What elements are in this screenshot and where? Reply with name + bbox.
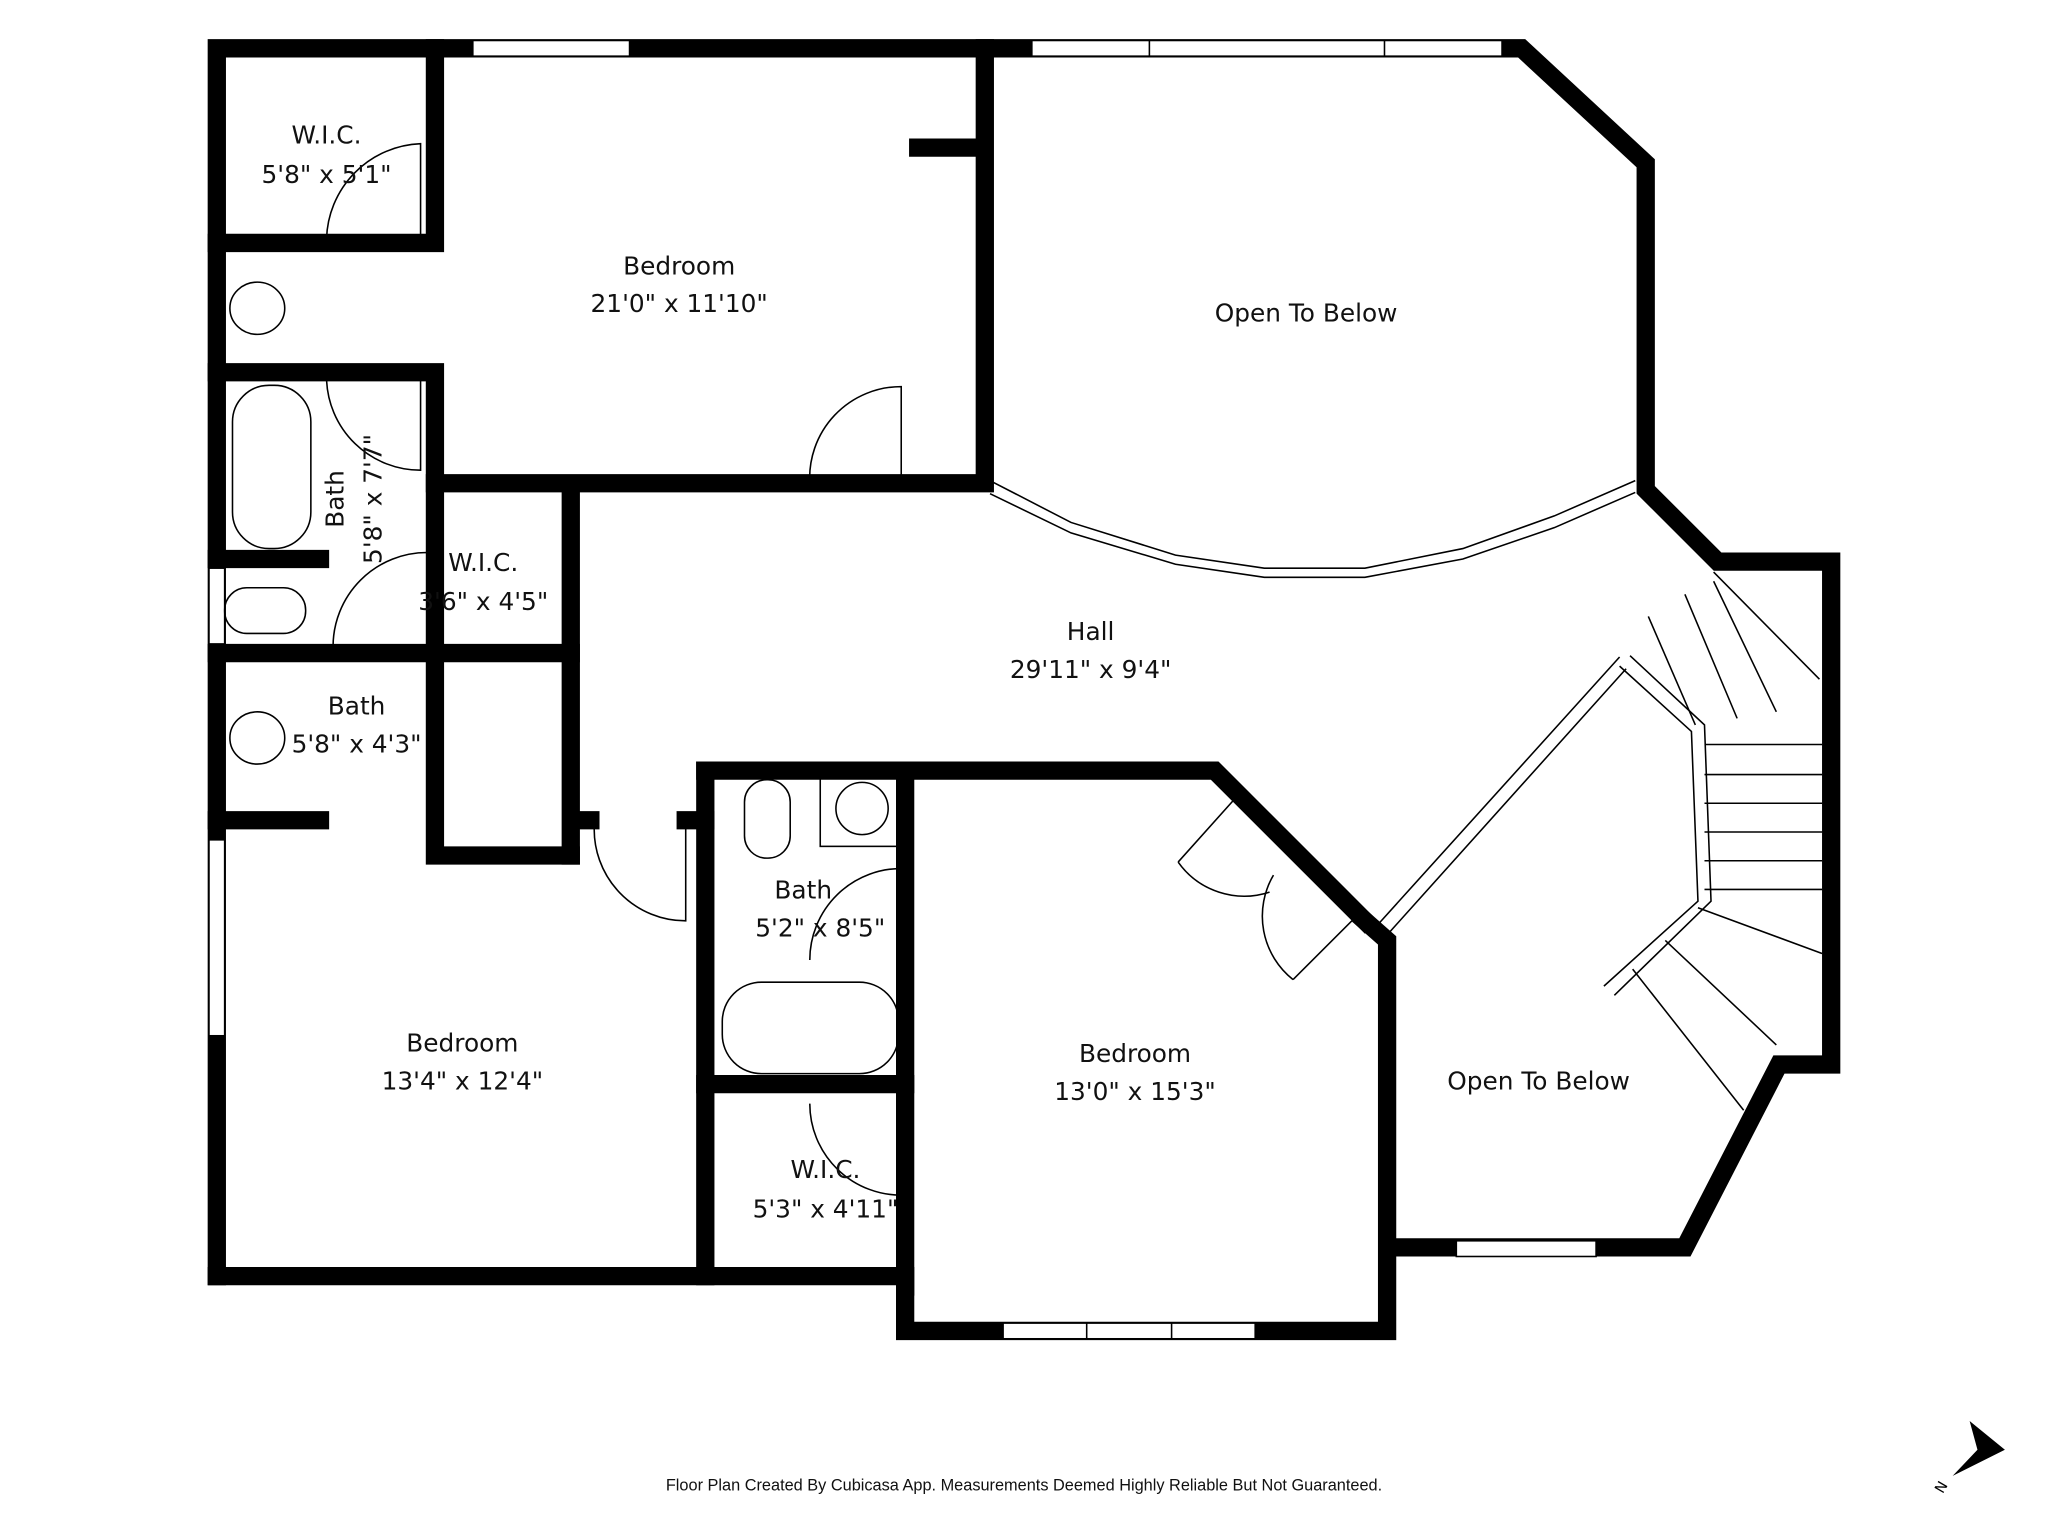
- bedroom-left-size: 13'4" x 12'4": [382, 1066, 544, 1095]
- sink-icon: [229, 711, 286, 765]
- hall-railing: [989, 479, 1636, 579]
- bedroom-left-name: Bedroom: [406, 1028, 518, 1057]
- hall-name: Hall: [1067, 617, 1115, 646]
- staircase: [1374, 571, 1823, 1111]
- windows: [208, 39, 1597, 1340]
- sink-icon: [229, 281, 286, 336]
- wic-bottom-name: W.I.C.: [790, 1155, 860, 1184]
- wic-bottom-size: 5'3" x 4'11": [753, 1194, 899, 1223]
- fixtures: [223, 281, 903, 1075]
- hall-size: 29'11" x 9'4": [1010, 655, 1172, 684]
- bath-vertical-size: 5'8" x 7'7": [358, 434, 387, 564]
- north-arrow-icon: N: [1932, 1421, 2005, 1496]
- walls: [207, 39, 1841, 1341]
- bath-center-name: Bath: [774, 876, 832, 905]
- bedroom-center-size: 13'0" x 15'3": [1054, 1077, 1216, 1106]
- wic-top-name: W.I.C.: [292, 121, 362, 150]
- bedroom-top-size: 21'0" x 11'10": [591, 289, 768, 318]
- wic-mid-size: 3'6" x 4'5": [418, 587, 548, 616]
- doors: [325, 142, 1359, 1196]
- bath-vertical-name: Bath: [321, 470, 350, 528]
- bathtub-icon: [231, 384, 312, 550]
- toilet-icon: [223, 586, 307, 635]
- sink-icon: [819, 777, 903, 848]
- north-label: N: [1932, 1479, 1951, 1496]
- bedroom-center-name: Bedroom: [1079, 1039, 1191, 1068]
- bath-small-size: 5'8" x 4'3": [292, 729, 422, 758]
- bath-center-size: 5'2" x 8'5": [755, 913, 885, 942]
- bedroom-top-name: Bedroom: [623, 251, 735, 280]
- bath-small-name: Bath: [328, 691, 386, 720]
- wic-mid-name: W.I.C.: [448, 548, 518, 577]
- open-top-label: Open To Below: [1215, 298, 1398, 327]
- bathtub-icon: [721, 981, 900, 1075]
- disclaimer: Floor Plan Created By Cubicasa App. Meas…: [666, 1476, 1382, 1494]
- room-labels: W.I.C. 5'8" x 5'1" Bedroom 21'0" x 11'10…: [262, 121, 1630, 1224]
- toilet-icon: [743, 778, 791, 859]
- wic-top-size: 5'8" x 5'1": [262, 160, 392, 189]
- open-right-label: Open To Below: [1447, 1066, 1630, 1095]
